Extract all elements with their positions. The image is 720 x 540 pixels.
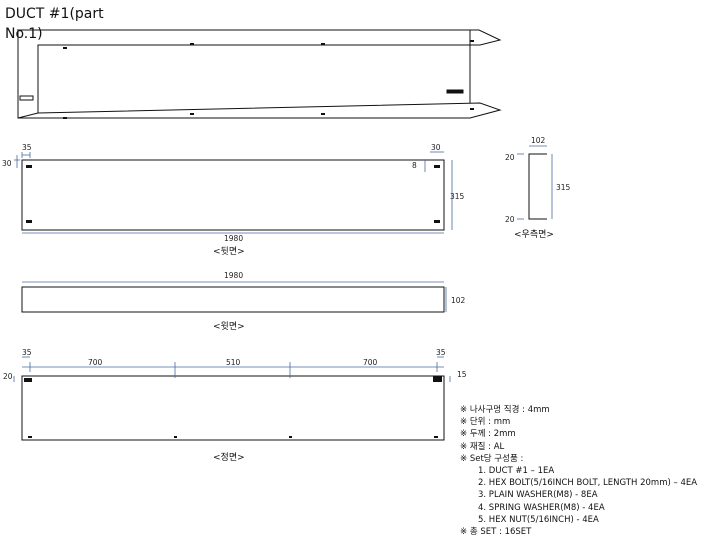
note-item: 4. SPRING WASHER(M8) - 4EA xyxy=(478,502,605,513)
note-item: 3. PLAIN WASHER(M8) - 8EA xyxy=(478,490,598,501)
rear-dim-small: 8 xyxy=(412,161,417,170)
rear-view-label: <뒷면> xyxy=(213,245,245,257)
right-view: 102 315 20 20 <우측면> xyxy=(505,136,571,240)
front-dim-seg3: 700 xyxy=(363,358,378,367)
front-dim-right: 35 xyxy=(436,348,446,357)
front-dim-left-v: 20 xyxy=(3,372,13,381)
right-dim-height: 315 xyxy=(556,183,571,192)
front-panel xyxy=(21,375,445,441)
rear-hole xyxy=(434,165,440,168)
notes-block: ※ 나사구멍 직경 : 4mm ※ 단위 : mm ※ 두께 : 2mm ※ 재… xyxy=(460,404,697,538)
front-view: 35 35 700 510 700 20 15 <정면> xyxy=(3,348,467,463)
rear-hole xyxy=(26,165,32,168)
top-view: 1980 102 <윗면> xyxy=(21,271,466,332)
rear-panel xyxy=(21,159,445,231)
right-view-label: <우측면> xyxy=(514,229,554,240)
note-thickness: ※ 두께 : 2mm xyxy=(460,429,516,440)
iso-slot-left xyxy=(19,95,34,101)
front-dim-right-v: 15 xyxy=(457,370,467,379)
top-view-label: <윗면> xyxy=(213,321,245,332)
top-panel xyxy=(21,286,445,313)
front-hole xyxy=(28,436,32,438)
front-view-label: <정면> xyxy=(213,452,245,463)
note-set-header: ※ Set당 구성품 : xyxy=(460,453,524,464)
front-dim-seg1: 700 xyxy=(88,358,103,367)
front-dim-seg2: 510 xyxy=(226,358,241,367)
front-hole xyxy=(289,436,292,438)
top-dim-height: 102 xyxy=(451,296,466,305)
right-dim-width: 102 xyxy=(531,136,546,145)
rear-dim-height: 315 xyxy=(450,192,465,201)
front-hole xyxy=(434,436,438,438)
right-dim-bottom: 20 xyxy=(505,215,515,224)
note-material: ※ 재질 : AL xyxy=(460,441,505,452)
front-hole xyxy=(174,436,177,438)
rear-hole xyxy=(26,220,32,223)
front-hole xyxy=(433,376,442,382)
note-item: 1. DUCT #1 – 1EA xyxy=(478,466,555,477)
note-item: 5. HEX NUT(5/16INCH) - 4EA xyxy=(478,514,599,525)
note-unit: ※ 단위 : mm xyxy=(460,417,511,428)
note-total: ※ 총 SET : 16SET xyxy=(460,527,532,538)
front-dim-left: 35 xyxy=(22,348,32,357)
rear-dim-width: 1980 xyxy=(224,234,243,243)
rear-hole xyxy=(434,220,440,223)
front-hole xyxy=(24,378,32,382)
note-item: 2. HEX BOLT(5/16INCH BOLT, LENGTH 20mm) … xyxy=(478,478,698,489)
right-profile xyxy=(528,153,547,220)
iso-view xyxy=(16,29,502,119)
note-hole-diameter: ※ 나사구멍 직경 : 4mm xyxy=(460,405,550,415)
rear-dim-top-offset: 30 xyxy=(2,159,12,168)
iso-holes xyxy=(63,40,474,119)
top-dim-width: 1980 xyxy=(224,271,243,280)
rear-dim-right-offset: 30 xyxy=(431,143,441,152)
rear-view: 35 30 30 8 315 1980 <뒷면> xyxy=(2,143,465,257)
iso-slot-right xyxy=(446,89,464,94)
drawing-title: DUCT #1(part No.1) xyxy=(5,6,104,42)
right-dim-top: 20 xyxy=(505,153,515,162)
rear-dim-left-offset: 35 xyxy=(22,143,32,152)
